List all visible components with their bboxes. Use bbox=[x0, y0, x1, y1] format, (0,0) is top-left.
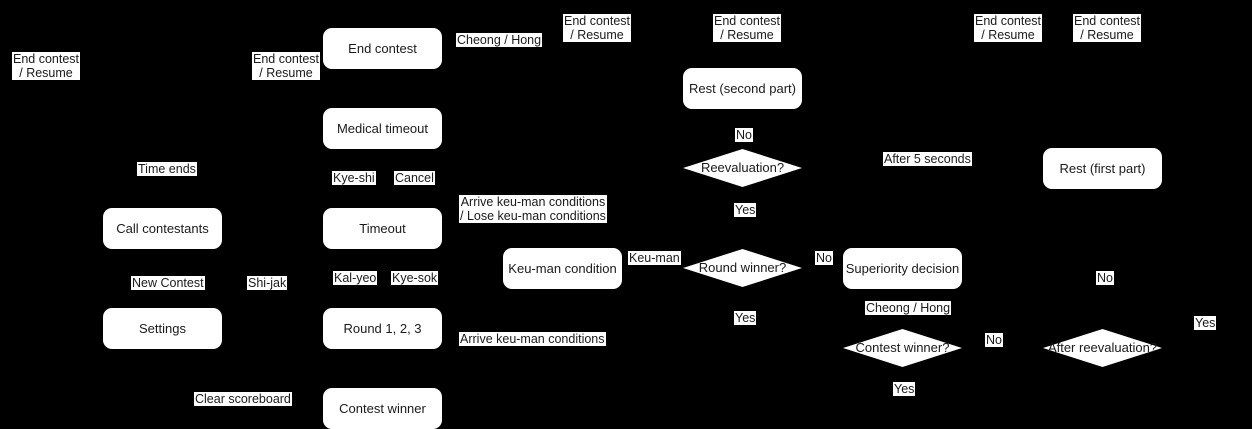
edge-label-lbl-kye-sok: Kye-sok bbox=[391, 271, 439, 285]
node-contest-winner-box[interactable]: Contest winner bbox=[323, 388, 442, 429]
edge-label-lbl-shi-jak: Shi-jak bbox=[247, 276, 288, 290]
edge-label-lbl-yes-afterreeval: Yes bbox=[1194, 316, 1217, 330]
node-end-contest[interactable]: End contest bbox=[323, 28, 442, 69]
edge-label-lbl-kye-shi: Kye-shi bbox=[332, 171, 376, 185]
decision-label: Round winner? bbox=[698, 259, 787, 275]
decision-contest-winner-q[interactable]: Contest winner? bbox=[843, 329, 962, 367]
edge-label-lbl-after-5-sec: After 5 seconds bbox=[883, 152, 972, 166]
edge-label-lbl-end-resume-2: End contest / Resume bbox=[252, 52, 321, 80]
node-label: Keu-man condition bbox=[508, 260, 617, 276]
node-label: Contest winner bbox=[339, 400, 426, 416]
edge-label-lbl-keu-man: Keu-man bbox=[628, 251, 681, 265]
edge-label-lbl-cheong-hong-2: Cheong / Hong bbox=[865, 301, 952, 315]
node-round-123[interactable]: Round 1, 2, 3 bbox=[323, 308, 442, 349]
edge-label-lbl-no-afterreeval: No bbox=[1096, 271, 1114, 285]
edge-label-lbl-end-resume-6: End contest / Resume bbox=[1073, 14, 1142, 42]
node-settings[interactable]: Settings bbox=[103, 308, 222, 349]
edge-label-lbl-end-resume-3: End contest / Resume bbox=[563, 14, 632, 42]
node-label: Call contestants bbox=[116, 220, 209, 236]
edge-label-lbl-arrive-lose: Arrive keu-man conditions / Lose keu-man… bbox=[459, 195, 607, 223]
node-label: Superiority decision bbox=[845, 260, 960, 276]
node-rest-second-part[interactable]: Rest (second part) bbox=[683, 68, 802, 109]
edge-label-lbl-cheong-hong-1: Cheong / Hong bbox=[456, 33, 543, 47]
node-label: Timeout bbox=[359, 220, 406, 236]
node-rest-first-part[interactable]: Rest (first part) bbox=[1043, 148, 1162, 189]
edge-label-lbl-no-reeval: No bbox=[735, 128, 753, 142]
edge-label-lbl-clear-scoreboard: Clear scoreboard bbox=[194, 392, 292, 406]
edge-label-lbl-end-resume-1: End contest / Resume bbox=[12, 52, 81, 80]
decision-label: Contest winner? bbox=[855, 339, 950, 355]
edge-label-lbl-yes-reeval: Yes bbox=[734, 203, 757, 217]
edge-label-lbl-time-ends: Time ends bbox=[137, 162, 197, 176]
edge-label-lbl-new-contest: New Contest bbox=[131, 276, 205, 290]
node-timeout[interactable]: Timeout bbox=[323, 208, 442, 249]
edge-label-lbl-end-resume-5: End contest / Resume bbox=[974, 14, 1043, 42]
decision-reevaluation[interactable]: Reevaluation? bbox=[683, 149, 802, 187]
node-label: Rest (second part) bbox=[689, 80, 796, 96]
node-keu-man-condition[interactable]: Keu-man condition bbox=[503, 248, 622, 289]
node-label: Settings bbox=[139, 320, 186, 336]
edge-label-lbl-yes-contestwin: Yes bbox=[893, 382, 916, 396]
edge-label-lbl-no-contestwin: No bbox=[985, 333, 1003, 347]
decision-round-winner[interactable]: Round winner? bbox=[683, 249, 802, 287]
decision-label: Reevaluation? bbox=[700, 159, 785, 175]
node-label: Medical timeout bbox=[336, 120, 429, 136]
decision-after-reevaluation[interactable]: After reevaluation? bbox=[1043, 329, 1162, 367]
edge-label-lbl-cancel: Cancel bbox=[394, 171, 435, 185]
edge-label-lbl-yes-roundwin: Yes bbox=[734, 311, 757, 325]
node-medical-timeout[interactable]: Medical timeout bbox=[323, 108, 442, 149]
edge-label-lbl-arrive-keuman: Arrive keu-man conditions bbox=[459, 332, 606, 346]
edge-label-lbl-no-roundwin: No bbox=[815, 251, 833, 265]
node-label: Rest (first part) bbox=[1059, 160, 1146, 176]
node-label: Round 1, 2, 3 bbox=[343, 320, 422, 336]
edge-label-lbl-kal-yeo: Kal-yeo bbox=[333, 271, 378, 285]
decision-label: After reevaluation? bbox=[1047, 339, 1158, 355]
node-label: End contest bbox=[348, 40, 417, 56]
edge-label-lbl-end-resume-4: End contest / Resume bbox=[713, 14, 782, 42]
node-superiority[interactable]: Superiority decision bbox=[843, 248, 962, 289]
node-call-contestants[interactable]: Call contestants bbox=[103, 208, 222, 249]
